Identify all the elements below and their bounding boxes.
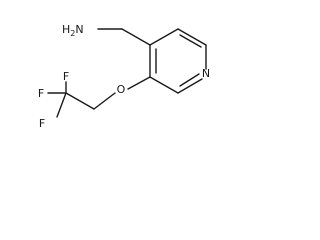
bond-ring-c3a-c2a-inner <box>179 34 202 48</box>
bond-c3-o <box>127 76 151 90</box>
bond-o-ch2 <box>93 92 116 110</box>
bond-ch2-cf3 <box>65 92 95 110</box>
ether-oxygen-label: O <box>117 83 126 96</box>
bond-ring-c4-c3a <box>149 28 179 46</box>
bond-ring-c2-c3 <box>149 76 179 94</box>
fluorine-top-label: F <box>63 70 69 83</box>
bond-ring-n-c2-inner <box>179 73 200 87</box>
bond-ring-c3a-c2a <box>177 28 207 46</box>
ring-nitrogen-label: N <box>202 67 210 80</box>
bond-ring-n-c2 <box>177 78 203 94</box>
amine-label: H2N <box>62 23 84 38</box>
bond-cf3-f-bottom <box>56 92 67 118</box>
bond-c4-ch2 <box>121 28 151 46</box>
fluorine-bottom-label: F <box>39 117 45 130</box>
structure-diagram: H2N N O F F F <box>38 23 210 130</box>
fluorine-left-label: F <box>38 87 44 100</box>
